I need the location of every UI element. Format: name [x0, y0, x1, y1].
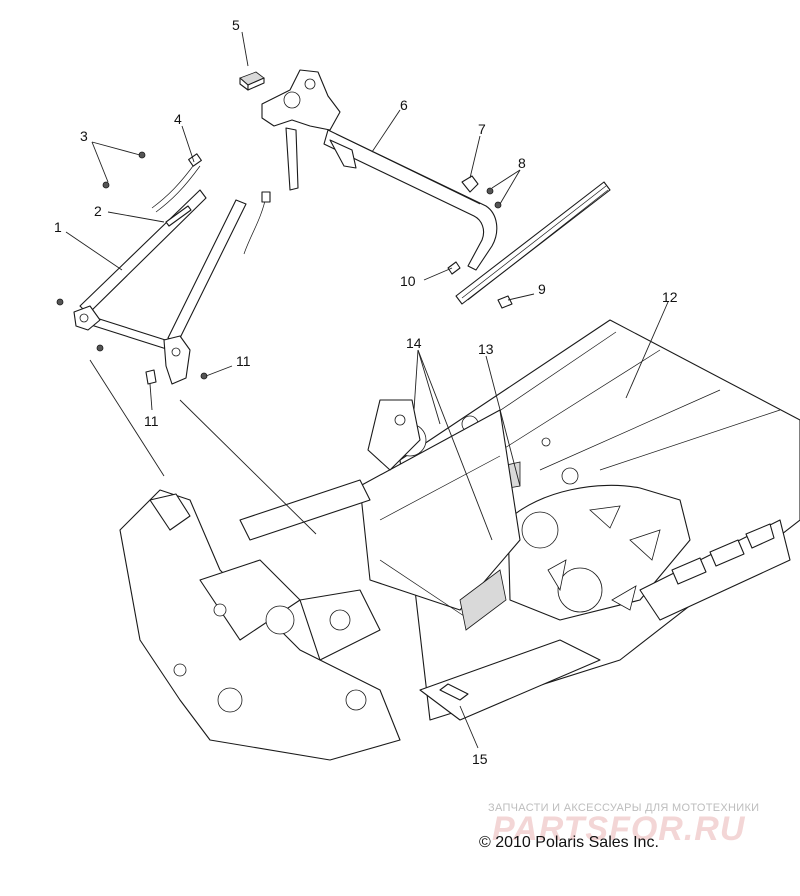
part-1-front-frame: [73, 189, 247, 385]
callout-9: 9: [538, 281, 546, 297]
callout-13: 13: [478, 341, 494, 357]
callout-15: 15: [472, 751, 488, 767]
callout-6: 6: [400, 97, 408, 113]
callout-10: 10: [400, 273, 416, 289]
part-10-screw: [447, 261, 461, 275]
part-5-block: [239, 71, 265, 91]
part-4-harness: [151, 153, 271, 255]
part-7-clip: [461, 175, 479, 193]
copyright-notice: © 2010 Polaris Sales Inc.: [479, 834, 659, 851]
callout-11-right: 11: [236, 353, 251, 369]
callout-4: 4: [174, 111, 182, 127]
callout-14: 14: [406, 335, 422, 351]
part-6-steering-post: [261, 69, 498, 271]
rail-strip: [455, 181, 611, 305]
part-2-pin: [165, 205, 192, 227]
callout-11-lower: 11: [144, 413, 159, 429]
callout-8: 8: [518, 155, 526, 171]
callout-7: 7: [478, 121, 486, 137]
part-9-clip: [497, 295, 513, 309]
watermark-logo: PARTSFOR.RU: [492, 810, 746, 848]
part-11-fasteners: [145, 369, 208, 385]
watermark-caption: ЗАПЧАСТИ И АКСЕССУАРЫ ДЛЯ МОТОТЕХНИКИ: [488, 802, 760, 814]
callout-5: 5: [232, 17, 240, 33]
callout-3: 3: [80, 128, 88, 144]
callout-1: 1: [54, 219, 62, 235]
part-3-bolts: [56, 151, 146, 352]
callout-12: 12: [662, 289, 678, 305]
callout-2: 2: [94, 203, 102, 219]
leader-lines: [65, 31, 669, 749]
chassis-assembly: [119, 319, 800, 761]
part-8-nuts: [486, 187, 502, 209]
callout-labels: 1 2 3 4 5 6 7 8 9 10 11 11 12 13 14 15: [54, 17, 678, 767]
